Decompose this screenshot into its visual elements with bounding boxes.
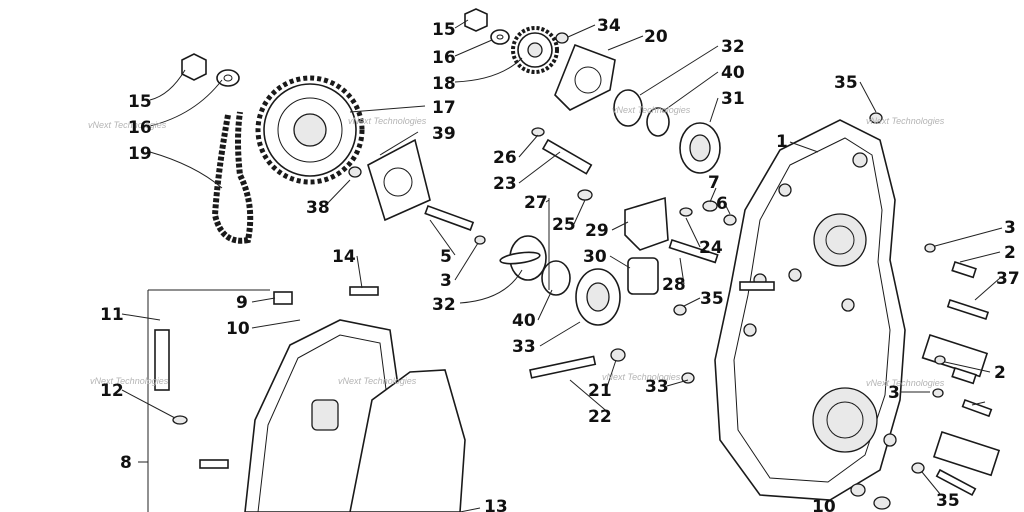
callout-11: 11 bbox=[100, 305, 124, 325]
callout-35-mid: 35 bbox=[700, 289, 724, 309]
callout-29: 29 bbox=[585, 221, 609, 241]
callout-30: 30 bbox=[583, 247, 607, 267]
callout-32-lower: 32 bbox=[432, 295, 456, 315]
bearing-stack-upper bbox=[613, 89, 721, 174]
callout-25: 25 bbox=[552, 215, 576, 235]
drive-housing bbox=[714, 119, 906, 501]
callout-19: 19 bbox=[128, 144, 152, 164]
callout-2-bottom: 2 bbox=[994, 363, 1006, 383]
watermark-text: vNext Technologies bbox=[348, 116, 427, 126]
watermark-text: vNext Technologies bbox=[866, 116, 945, 126]
callout-26: 26 bbox=[493, 148, 517, 168]
callout-15-top: 15 bbox=[432, 20, 456, 40]
callout-8: 8 bbox=[120, 453, 132, 473]
bearing-plate-lower bbox=[367, 138, 431, 222]
small-sprocket bbox=[511, 26, 559, 74]
callout-24: 24 bbox=[699, 238, 723, 258]
callout-7: 7 bbox=[708, 173, 720, 193]
callout-12: 12 bbox=[100, 381, 124, 401]
nut-top bbox=[464, 8, 569, 45]
callout-6: 6 bbox=[716, 194, 728, 214]
callout-9: 9 bbox=[236, 293, 248, 313]
leader-lines bbox=[121, 19, 1003, 512]
large-sprocket bbox=[255, 75, 365, 185]
watermark-text: vNext Technologies bbox=[88, 120, 167, 130]
callout-10-left: 10 bbox=[226, 319, 250, 339]
callout-27: 27 bbox=[524, 193, 548, 213]
watermark-text: vNext Technologies bbox=[612, 105, 691, 115]
drive-chain bbox=[211, 111, 254, 244]
callout-33-mid: 33 bbox=[645, 377, 669, 397]
bracket-and-block bbox=[624, 196, 669, 295]
callout-35-bottom: 35 bbox=[936, 491, 960, 511]
callout-18: 18 bbox=[432, 74, 456, 94]
callout-labels: 15 16 19 17 39 38 15 16 18 34 20 32 40 3… bbox=[100, 16, 1020, 512]
callout-20: 20 bbox=[644, 27, 668, 47]
callout-5: 5 bbox=[440, 247, 452, 267]
bolts bbox=[154, 138, 1001, 497]
nut-left bbox=[181, 53, 240, 87]
callout-17: 17 bbox=[432, 98, 456, 118]
callout-22: 22 bbox=[588, 407, 612, 427]
callout-14: 14 bbox=[332, 247, 356, 267]
bearing-stack-lower bbox=[509, 235, 621, 326]
callout-10-bottom: 10 bbox=[812, 497, 836, 512]
callout-21: 21 bbox=[588, 381, 612, 401]
watermark-text: vNext Technologies bbox=[602, 372, 681, 382]
callout-16-left: 16 bbox=[128, 118, 152, 138]
callout-40-lower: 40 bbox=[512, 311, 536, 331]
callout-39: 39 bbox=[432, 124, 456, 144]
callout-13: 13 bbox=[484, 497, 508, 512]
chaincase-cover bbox=[244, 319, 466, 512]
callout-3-right-bottom: 3 bbox=[888, 383, 900, 403]
callout-38: 38 bbox=[306, 198, 330, 218]
watermark-text: vNext Technologies bbox=[90, 376, 169, 386]
watermark-text: vNext Technologies bbox=[866, 378, 945, 388]
callout-33-lower: 33 bbox=[512, 337, 536, 357]
callout-3-right-top: 3 bbox=[1004, 218, 1016, 238]
callout-3-mid: 3 bbox=[440, 271, 452, 291]
callout-37: 37 bbox=[996, 269, 1020, 289]
watermarks: vNext Technologies vNext Technologies vN… bbox=[88, 105, 945, 388]
bearing-plate-upper bbox=[554, 43, 616, 111]
small-hardware bbox=[172, 112, 946, 510]
callout-31: 31 bbox=[721, 89, 745, 109]
callout-23: 23 bbox=[493, 174, 517, 194]
callout-16-top: 16 bbox=[432, 48, 456, 68]
watermark-text: vNext Technologies bbox=[338, 376, 417, 386]
callout-35-top: 35 bbox=[834, 73, 858, 93]
callout-2-top: 2 bbox=[1004, 243, 1016, 263]
callout-32-upper: 32 bbox=[721, 37, 745, 57]
callout-34: 34 bbox=[597, 16, 621, 36]
callout-40-upper: 40 bbox=[721, 63, 745, 83]
callout-15-left: 15 bbox=[128, 92, 152, 112]
callout-28: 28 bbox=[662, 275, 686, 295]
callout-1: 1 bbox=[776, 132, 788, 152]
